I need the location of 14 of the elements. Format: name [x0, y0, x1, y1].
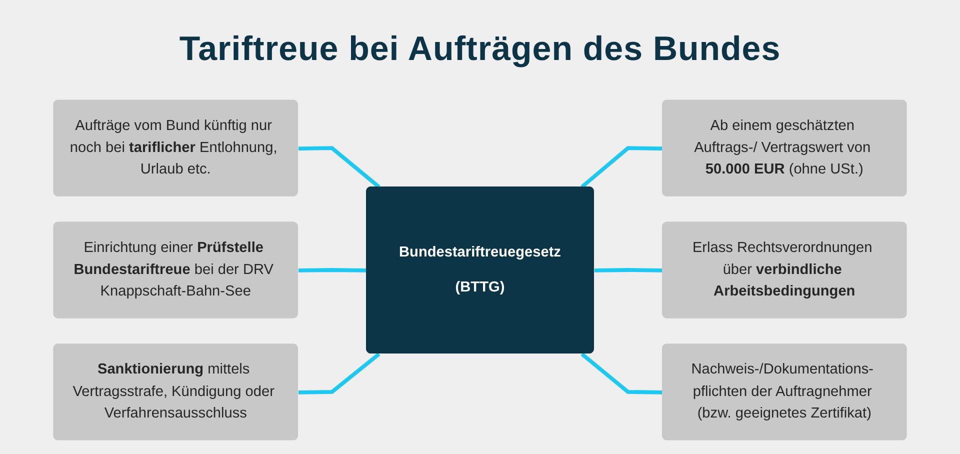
node-box: Erlass Rechtsverordnungen über verbindliche Arbeitsbedingungen [662, 222, 907, 318]
connector [298, 352, 380, 394]
connector [580, 146, 662, 188]
node-box: Einrichtung einer Prüfstelle Bundestariftreue bei der DRV Knappschaft-Bahn-See [53, 222, 298, 318]
node-box: Nachweis-/Dokumentations- pflichten der Auftragnehmer (bzw. geeignetes Zertifikat) [662, 344, 907, 440]
connector [580, 352, 662, 394]
title: Tariftreue bei Aufträgen des Bundes [178, 30, 782, 69]
node-box: Bundestariftreuegesetz (BTTG) [366, 186, 594, 354]
node-box: Ab einem geschätzten Auftrags-/ Vertragswert von 50.000 EUR (ohne USt.) [662, 100, 907, 196]
node-box: Sanktionierung mittels Vertragsstrafe, Kündigung oder Verfahrensausschluss [53, 344, 298, 440]
connector [298, 268, 367, 272]
connector [594, 268, 662, 272]
node-box: Aufträge vom Bund künftig nur noch bei tariflicher Entlohnung, Urlaub etc. [53, 100, 298, 196]
connector [298, 146, 380, 188]
